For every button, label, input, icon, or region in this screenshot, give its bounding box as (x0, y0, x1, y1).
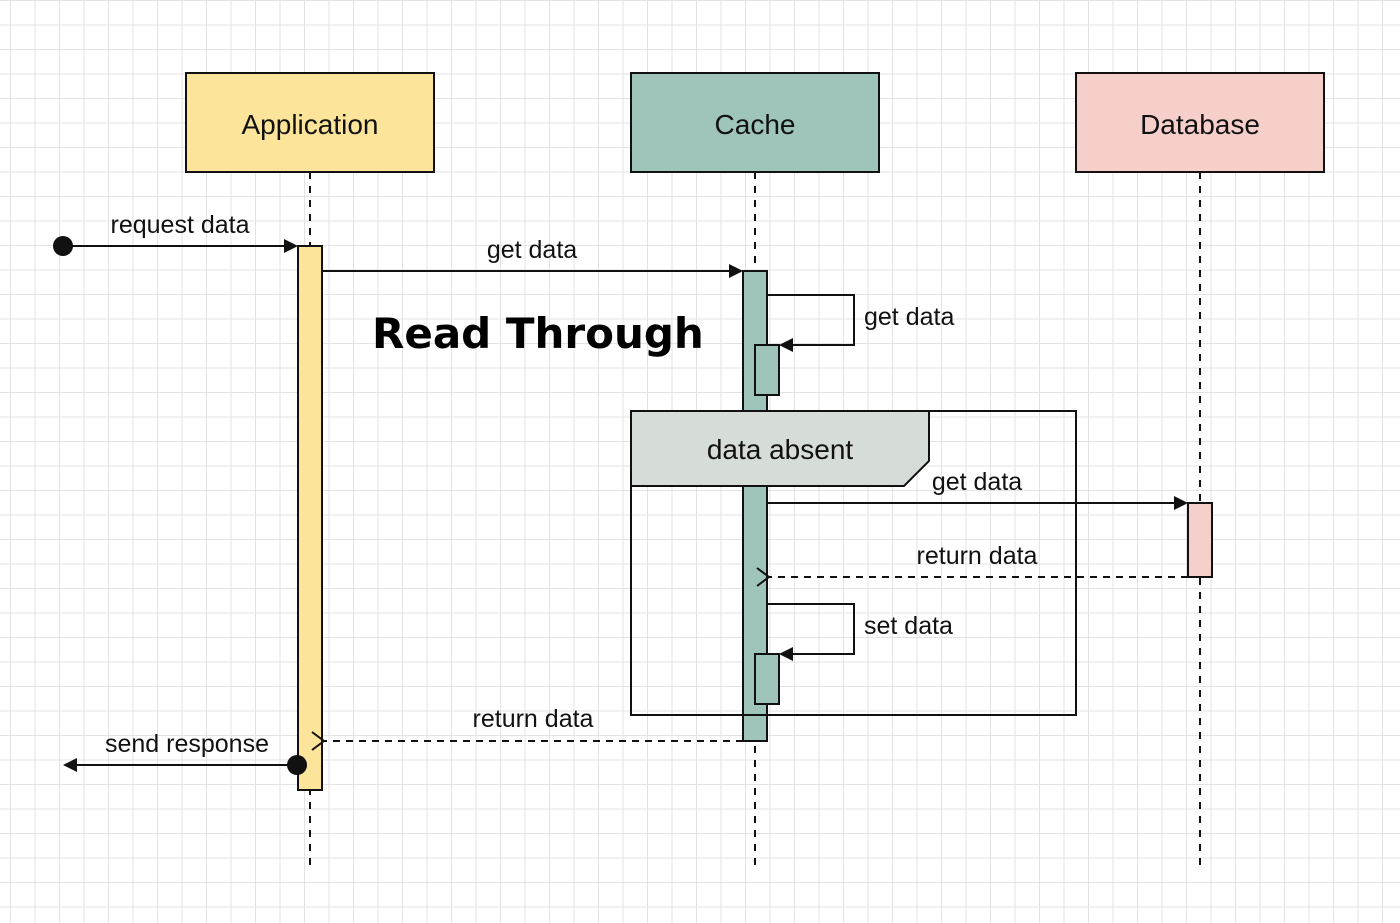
database-activation (1187, 502, 1213, 578)
actor-cache: Cache (630, 72, 880, 173)
message-cache-self-get: get data (767, 294, 954, 352)
data-absent-fragment: data absent (630, 410, 1077, 716)
request-label: request data (111, 211, 250, 239)
actor-database-box (1075, 72, 1325, 173)
diagram-title: Read Through (372, 309, 704, 358)
cache-self-get-arrow (767, 294, 855, 352)
response-end-dot (287, 755, 307, 775)
db-get-label: get data (932, 468, 1022, 496)
message-cache-set: set data (767, 603, 953, 661)
message-request-data: request data (53, 211, 298, 256)
actor-database: Database (1075, 72, 1325, 173)
message-db-return: return data (756, 542, 1188, 587)
app-get-label: get data (487, 236, 577, 264)
application-activation (297, 245, 323, 791)
message-send-response: send response (63, 730, 307, 775)
cache-return-label: return data (473, 705, 594, 733)
actor-application-label: Application (242, 109, 379, 140)
fragment-label: data absent (707, 434, 854, 465)
actor-application: Application (185, 72, 435, 173)
actor-cache-box (630, 72, 880, 173)
db-return-label: return data (917, 542, 1038, 570)
message-app-get-data: get data (322, 236, 743, 278)
actor-cache-label: Cache (715, 109, 796, 140)
cache-get-activation (754, 344, 780, 396)
fragment-label-tab (630, 410, 930, 487)
message-cache-return: return data (311, 705, 743, 751)
response-label: send response (105, 730, 269, 758)
actor-database-label: Database (1140, 109, 1260, 140)
cache-set-activation (754, 653, 780, 705)
actor-application-box (185, 72, 435, 173)
message-db-get: get data (767, 468, 1188, 510)
cache-self-get-label: get data (864, 303, 954, 331)
cache-set-arrow (767, 603, 855, 661)
cache-set-label: set data (864, 612, 953, 640)
